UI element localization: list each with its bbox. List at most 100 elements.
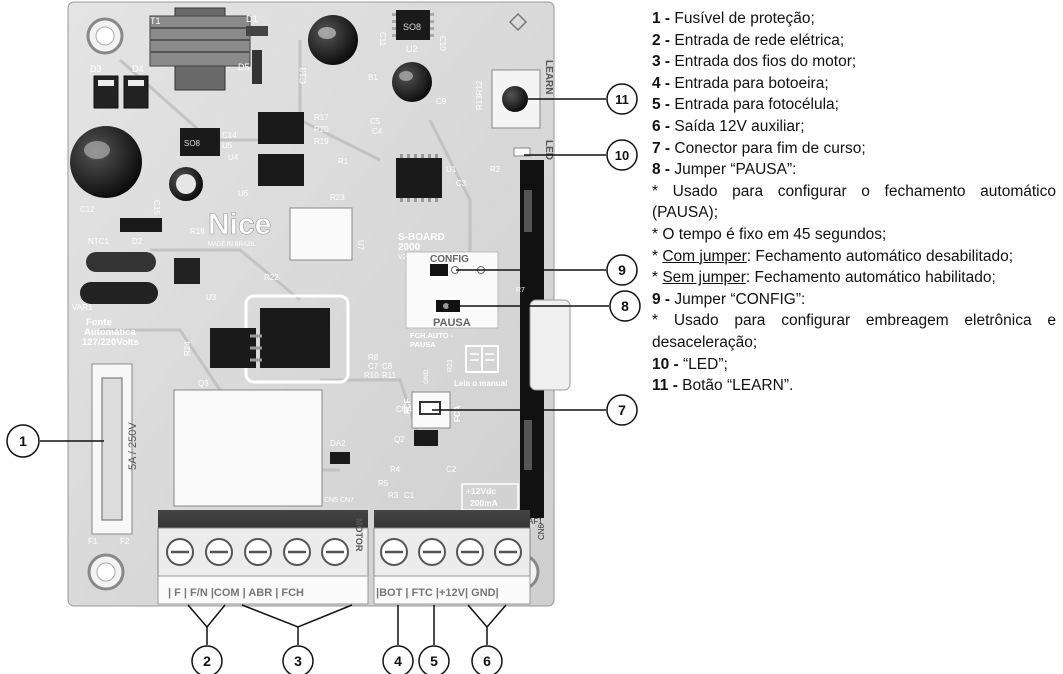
ref-u6: U6 [238,189,249,198]
legend-item-5: 5 - Entrada para fotocélula; [652,94,1056,116]
ref-cn5cn7: CN5 CN7 [324,497,354,504]
led-label: LED [543,140,554,160]
ic-u3 [174,258,200,284]
brand-logo: Nice [208,208,271,241]
ntc-thermistor [86,252,156,272]
ref-u4: U4 [228,153,239,162]
ref-r10: R10 [364,371,379,380]
ref-c4: C4 [372,127,383,136]
legend-text: : Fechamento automático desabilitado; [746,247,1014,265]
legend-text: O tempo é fixo em 45 segundos; [662,225,887,243]
legend-num: 7 - [652,139,671,157]
ref-r1: R1 [338,157,349,166]
ref-fcf: FCF [403,398,412,414]
ref-c10: C10 [438,36,447,51]
legend-bullet: * [652,225,663,243]
legend-text: Fusível de proteção; [670,10,815,27]
ref-c15: C15 [152,200,161,215]
legend-item-3: 3 - Entrada dos fios do motor; [652,51,1056,73]
legend-underline: Sem jumper [662,269,746,287]
capacitor-c9 [392,62,432,102]
regulator-tab [210,328,256,368]
legend-text: Entrada para botoeira; [670,74,829,92]
ref-ntc1: NTC1 [88,237,109,246]
motor-label: MOTOR [354,518,364,552]
ref-gnd: GND [423,369,430,384]
ref-r5: R5 [378,479,389,488]
fch-auto-2: PAUSA [410,340,436,349]
supply-voltage: +12Vdc [466,486,496,496]
legend-num: 1 - [652,10,671,27]
ref-r7: R7 [516,287,525,294]
ref-f2: F2 [120,537,130,546]
callout-6: 6 [483,653,491,669]
ref-u7: U7 [356,240,365,251]
ref-r20: R20 [314,125,329,134]
power-text-1: Fonte [86,317,112,328]
diode-d1 [246,26,268,36]
legend-item-2: 2 - Entrada de rede elétrica; [652,30,1056,52]
ref-b1: B1 [368,73,378,82]
legend-text: Entrada para fotocélula; [670,96,839,114]
ref-r23: R23 [330,193,345,202]
ref-f1: F1 [88,537,98,546]
ref-r4: R4 [390,465,401,474]
ref-so8-top: SO8 [403,22,421,32]
ref-u1: U1 [446,165,457,174]
transistor-q2 [414,430,438,446]
callout-11: 11 [615,92,629,107]
ic-u4 [258,112,304,144]
callout-8: 8 [621,298,629,314]
board-diagram: T1 D3 D4 D5 D1 C13 SO8 U2 C11 C10 B1 C9 … [6,1,641,674]
callout-5: 5 [430,653,438,669]
power-text-3: 127/220Volts [82,337,139,348]
legend-underline: Com jumper [662,247,747,265]
legend-note-pausa-time: * O tempo é fixo em 45 segundos; [652,224,1056,246]
learn-button [502,86,528,112]
legend-note-pausa-usage: * Usado para configurar o fechamento aut… [652,181,1056,224]
ref-so8-left: SO8 [184,139,201,148]
ref-c8: C8 [382,362,393,371]
ref-var1: VAR1 [72,303,93,312]
crystal [529,299,571,391]
ic-u6 [258,154,304,186]
capacitor-c12 [70,126,142,198]
legend-text: Usado para configurar o fechamento autom… [652,182,1056,222]
legend-num: 3 - [652,53,671,71]
legend-bullet: * [652,182,673,200]
learn-label: LEARN [543,60,554,94]
ref-fca: FCA [453,405,462,422]
legend-num: 9 - [652,290,671,308]
right-terminal-labels: |BOT | FTC |+12V| GND| [376,587,499,599]
capacitor-c13 [308,15,358,65]
legend-bullet: * [652,247,663,265]
diamond-mark [508,12,528,32]
fuse [101,377,123,521]
ref-d2: D2 [132,237,143,246]
ref-r22: R22 [264,273,279,282]
legend-note-without-jumper: * Sem jumper: Fechamento automático habi… [652,267,1056,289]
legend-text: Jumper “CONFIG”: [670,290,806,308]
legend-text: Conector para fim de curso; [670,139,866,157]
legend-num: 8 - [652,161,671,179]
legend-note-with-jumper: * Com jumper: Fechamento automático desa… [652,246,1056,268]
model-line-2: 2000 [398,242,421,253]
supply-current: 200mA [470,498,498,508]
ref-r13r12: R13R12 [475,80,484,110]
fch-auto-1: FCH.AUTO - [410,331,454,340]
ref-r18: R18 [190,227,205,236]
ref-u3: U3 [206,293,217,302]
diode-da2 [330,452,350,464]
component-q3 [173,389,323,507]
legend-bullet: * [652,312,674,330]
ref-c11: C11 [378,32,387,47]
ref-d5: D5 [238,62,250,72]
terminal-screws-right [380,538,522,566]
callout-9: 9 [618,262,626,278]
ref-cn4: CN4 [396,405,413,414]
led-component [513,147,531,157]
legend-text: “LED”; [678,355,728,373]
legend-item-9: 9 - Jumper “CONFIG”: [652,289,1056,311]
pausa-label: PAUSA [433,317,471,329]
ref-r24: R24 [183,341,192,356]
